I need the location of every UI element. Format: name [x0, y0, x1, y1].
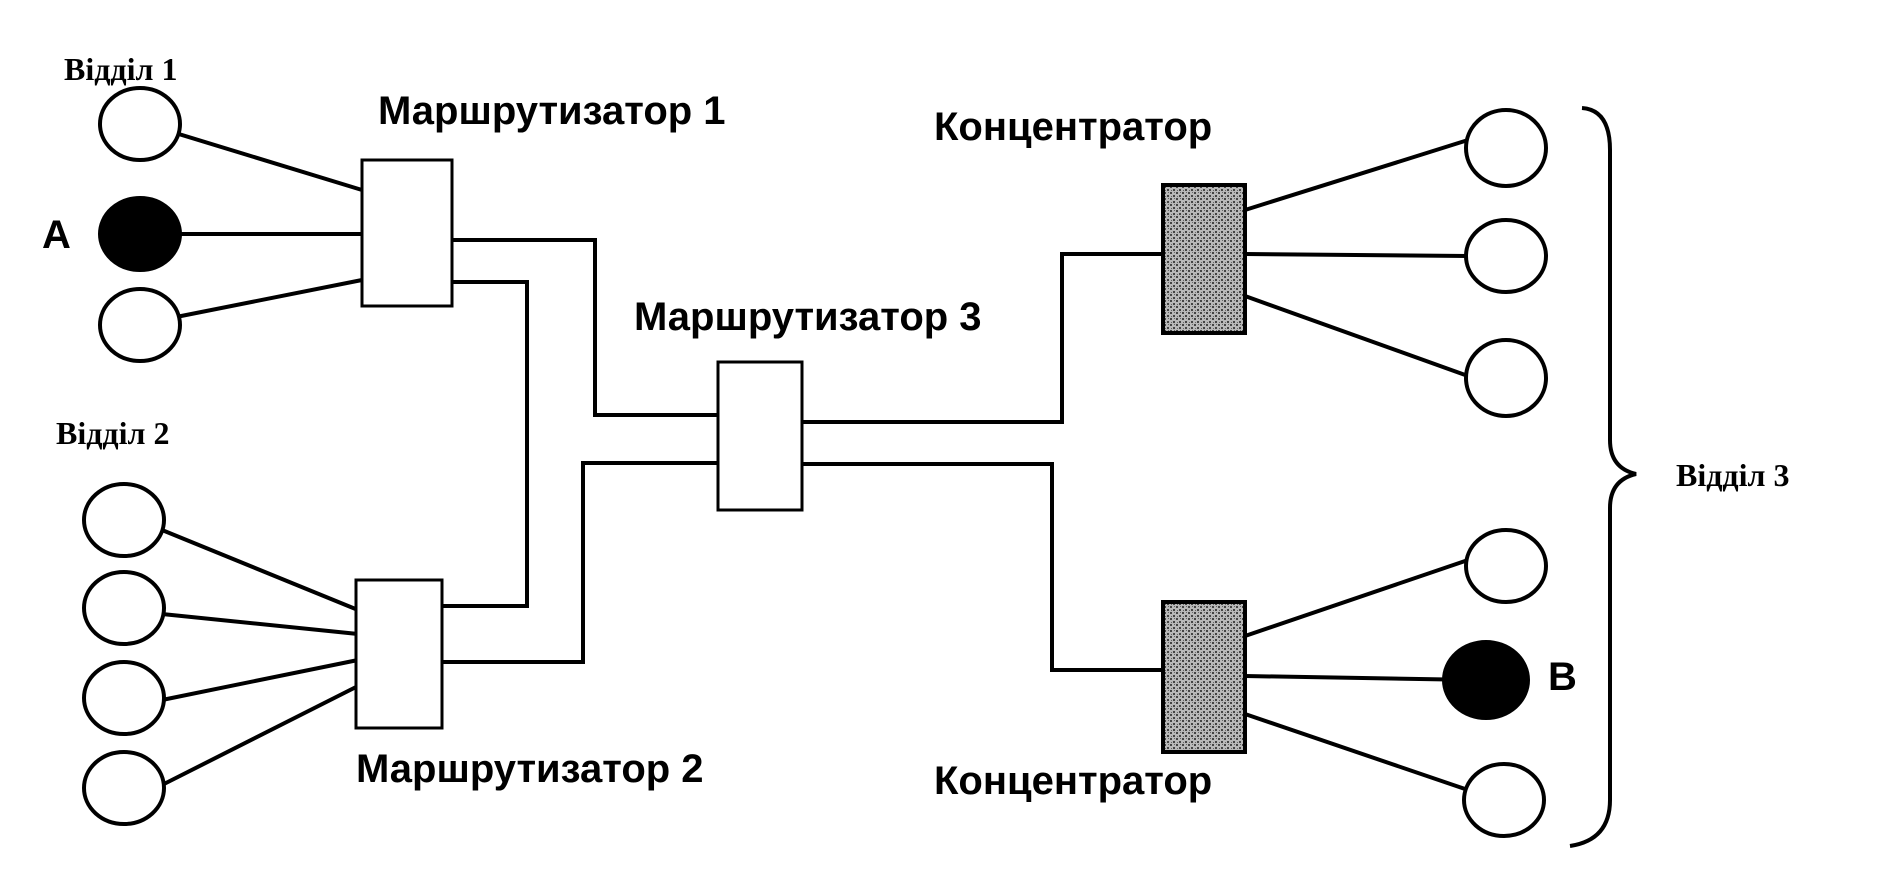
pc-dept2-2 [82, 570, 166, 646]
pc-dept3-3 [1464, 338, 1548, 418]
node-a-label: A [42, 213, 71, 257]
hub-bottom-label: Концентратор [934, 759, 1212, 803]
link-pc7-router2 [161, 684, 359, 787]
link-router1-router2 [442, 280, 529, 608]
pc-dept3-6 [1462, 762, 1546, 838]
dept3-label: Відділ 3 [1676, 457, 1789, 493]
link-router3-hub-top [802, 252, 1163, 424]
router3-label: Маршрутизатор 3 [634, 295, 982, 339]
link-hubtop-pc8 [1244, 138, 1469, 212]
link-hubbottom-pc13 [1244, 712, 1469, 792]
link-hubtop-pc9 [1244, 252, 1469, 258]
link-router2-router3 [442, 461, 718, 664]
hub-top-label: Концентратор [934, 105, 1212, 149]
link-pc1-router1 [145, 122, 363, 192]
router-2 [354, 578, 444, 730]
pc-dept3-1 [1464, 108, 1548, 188]
hub-bottom [1161, 600, 1247, 754]
pc-node-a [98, 196, 182, 272]
link-pc4-router2 [161, 528, 359, 612]
router1-label: Маршрутизатор 1 [378, 89, 726, 133]
hub-top [1161, 183, 1247, 335]
link-hubtop-pc10 [1244, 294, 1469, 378]
pc-dept1-3 [98, 287, 182, 363]
router2-label: Маршрутизатор 2 [356, 747, 704, 791]
dept1-label: Відділ 1 [64, 51, 177, 87]
router-1 [360, 158, 454, 308]
link-pc3-router1 [145, 278, 363, 325]
link-pc6-router2 [161, 658, 359, 702]
pc-dept2-4 [82, 750, 166, 826]
dept2-label: Відділ 2 [56, 415, 169, 451]
pc-dept2-1 [82, 482, 166, 558]
pc-node-b [1442, 640, 1530, 720]
router-3 [716, 360, 804, 512]
pc-dept2-3 [82, 660, 166, 736]
dept3-brace [1569, 106, 1637, 848]
pc-dept3-4 [1464, 528, 1548, 604]
link-router1-router3 [452, 238, 718, 417]
pc-dept1-1 [98, 86, 182, 162]
link-hubbottom-pcb [1244, 674, 1479, 682]
link-hubbottom-pc11 [1244, 558, 1469, 638]
link-router3-hub-bottom [802, 462, 1163, 672]
link-pc5-router2 [161, 612, 359, 636]
node-b-label: B [1548, 655, 1577, 699]
pc-dept3-2 [1464, 218, 1548, 294]
